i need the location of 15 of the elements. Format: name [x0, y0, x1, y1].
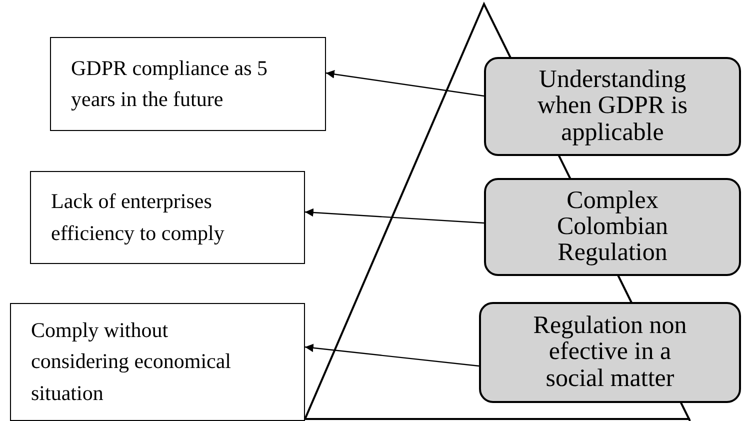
cause-box: [479, 302, 741, 403]
cause-box: [484, 57, 741, 156]
effect-box: [30, 171, 305, 264]
box-text: Comply without considering economical situation: [31, 316, 232, 407]
arrow: [304, 344, 480, 367]
box-text: GDPR compliance as 5 years in the future: [71, 54, 269, 113]
effect-box: [50, 37, 326, 131]
box-text: Complex Colombian Regulation: [556, 188, 670, 266]
arrow: [304, 208, 484, 224]
box-text: Lack of enterprises efficiency to comply: [51, 188, 226, 246]
effect-box: [10, 303, 305, 421]
box-text: Regulation non efective in a social matter: [532, 313, 688, 392]
cause-box: [484, 178, 741, 276]
arrow: [326, 70, 484, 97]
box-text: Understanding when GDPR is applicable: [536, 67, 688, 146]
